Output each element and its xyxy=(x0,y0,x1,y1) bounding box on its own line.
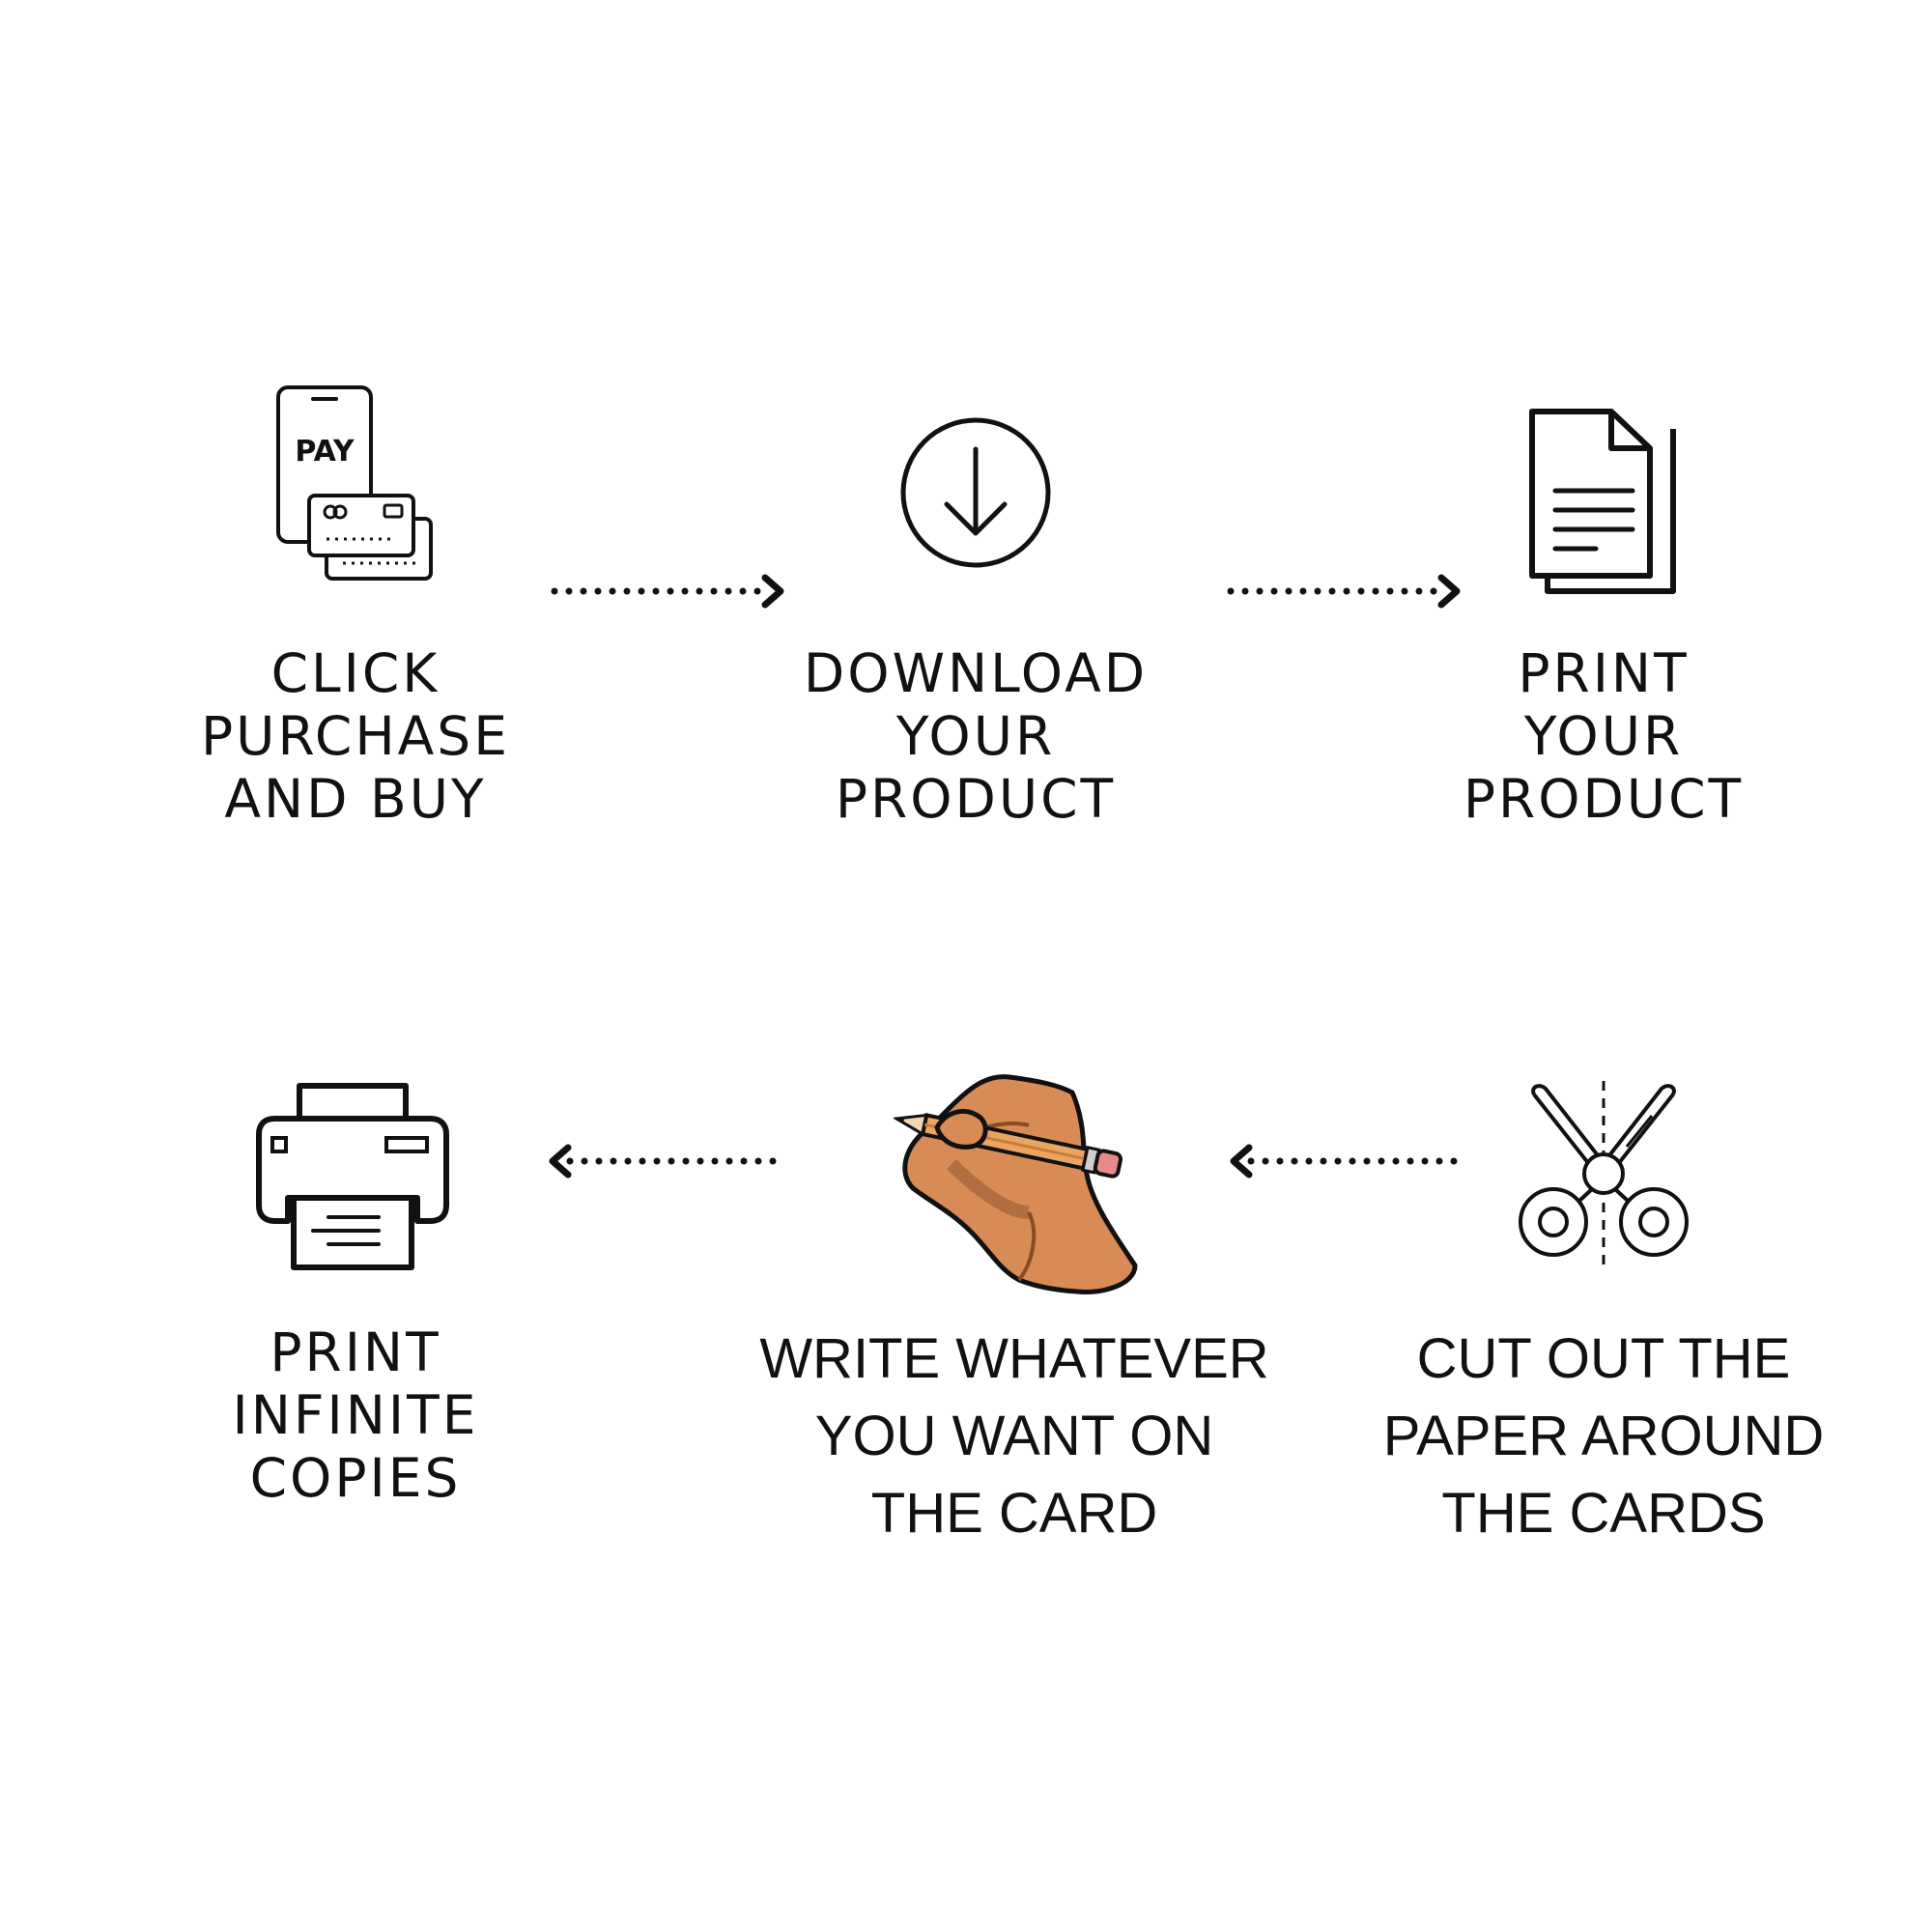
label-line: PRODUCT xyxy=(1410,768,1797,831)
label-line: PAPER AROUND xyxy=(1362,1398,1845,1475)
label-line: PURCHASE xyxy=(162,705,549,768)
arrow-right xyxy=(551,572,792,611)
step-label: WRITE WHATEVER YOU WANT ON THE CARD xyxy=(724,1321,1304,1552)
step-label: DOWNLOAD YOUR PRODUCT xyxy=(782,642,1169,831)
label-line: CLICK xyxy=(162,642,549,705)
label-line: DOWNLOAD xyxy=(782,642,1169,705)
label-line: INFINITE xyxy=(162,1384,549,1447)
label-line: PRINT xyxy=(1410,642,1797,705)
arrow-left xyxy=(1222,1142,1463,1180)
label-line: YOUR xyxy=(782,705,1169,768)
label-line: AND BUY xyxy=(162,768,549,831)
download-icon xyxy=(898,415,1053,570)
printer-icon xyxy=(251,1080,454,1273)
step-label: CUT OUT THE PAPER AROUND THE CARDS xyxy=(1362,1321,1845,1552)
label-line: PRINT xyxy=(162,1321,549,1384)
label-line: THE CARD xyxy=(724,1475,1304,1552)
step-label: PRINT INFINITE COPIES xyxy=(162,1321,549,1510)
label-line: WRITE WHATEVER xyxy=(724,1321,1304,1398)
label-line: YOUR xyxy=(1410,705,1797,768)
pay-icon-text: PAY xyxy=(295,435,355,469)
step-label: CLICK PURCHASE AND BUY xyxy=(162,642,549,831)
arrow-right xyxy=(1227,572,1468,611)
scissors-icon xyxy=(1507,1077,1700,1270)
pay-icon: PAY xyxy=(270,382,444,589)
hand-pencil-icon xyxy=(894,1067,1145,1299)
label-line: THE CARDS xyxy=(1362,1475,1845,1552)
label-line: COPIES xyxy=(162,1447,549,1510)
document-icon xyxy=(1526,406,1681,599)
label-line: YOU WANT ON xyxy=(724,1398,1304,1475)
label-line: PRODUCT xyxy=(782,768,1169,831)
arrow-left xyxy=(541,1142,782,1180)
label-line: CUT OUT THE xyxy=(1362,1321,1845,1398)
step-label: PRINT YOUR PRODUCT xyxy=(1410,642,1797,831)
